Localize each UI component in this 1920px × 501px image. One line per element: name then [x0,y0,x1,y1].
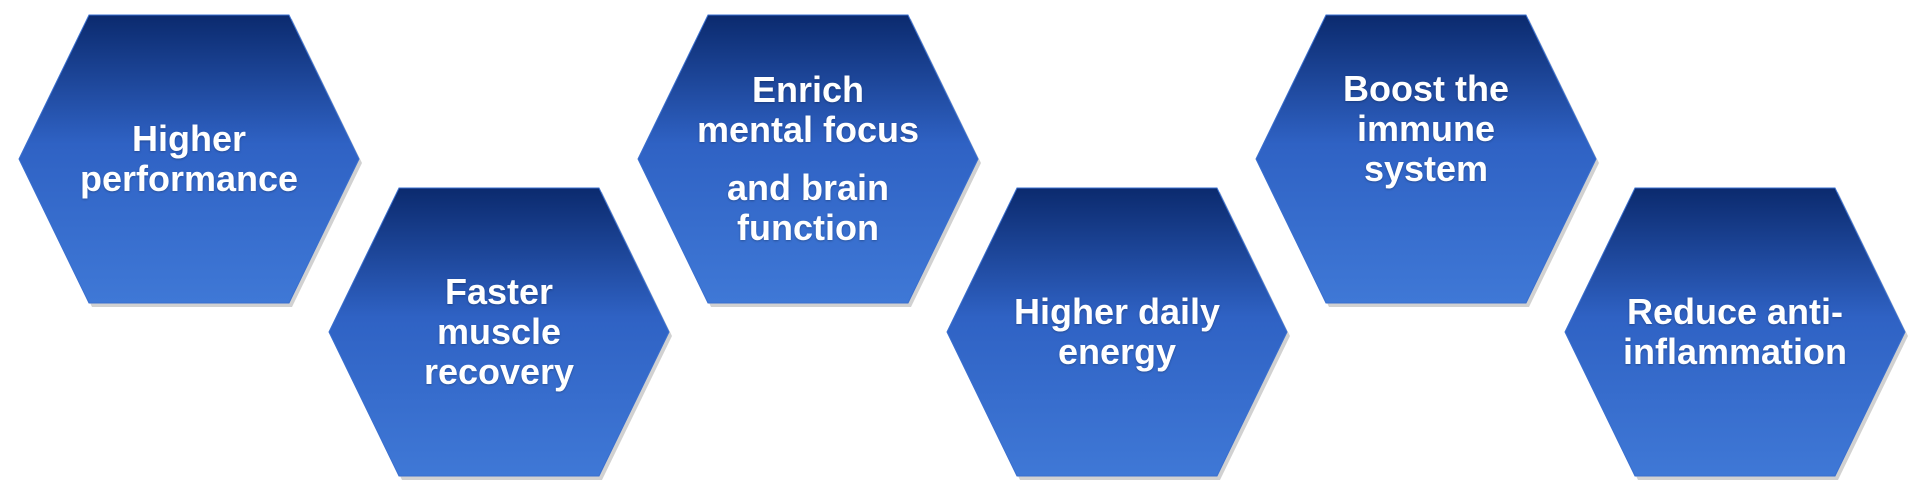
hexagon-text: Boost the immune system [1343,69,1509,189]
hexagon-enrich-mental-focus: Enrich mental focus and brain function [634,11,982,307]
hexagon-text: Faster muscle recovery [424,272,574,392]
hexagon-text-line: Boost the [1343,68,1509,109]
hexagon-label: Faster muscle recovery [385,184,613,480]
hexagon-text-line: energy [1057,331,1177,372]
hexagon-text-line: Reduce anti- [1626,291,1844,332]
hexagon-faster-muscle-recovery: Faster muscle recovery [325,184,673,480]
hexagon-text-line: system [1363,148,1489,189]
hexagon-shape [637,14,981,307]
hexagon-shape [328,187,672,480]
hexagon-text: Higher daily energy [1014,292,1220,372]
hexagon-text-line: recovery [423,351,575,392]
hexagon-reduce-anti-inflammation: Reduce anti- inflammation [1561,184,1909,480]
hexagon-text: Higher performance [80,119,298,199]
hexagon-text: Reduce anti- inflammation [1623,292,1847,372]
hexagon-text-line: muscle [436,311,562,352]
hexagon-text-line: immune [1356,108,1496,149]
hexagon-label: Reduce anti- inflammation [1621,184,1849,480]
hexagon-boost-immune-system: Boost the immune system [1252,11,1600,307]
hexagon-label: Higher daily energy [1003,184,1231,480]
hexagon-text-line: Higher daily [1013,291,1221,332]
hexagon-text-line: and brain [726,167,889,208]
hexagon-label: Higher performance [75,11,303,307]
hexagon-text: Enrich mental focus and brain function [697,70,919,248]
hexagon-shape [1255,14,1599,307]
hexagon-shape [18,14,362,307]
hexagon-text-line: Enrich [751,69,864,110]
hexagon-text-line: mental focus [696,109,920,150]
hexagon-text-line: function [737,207,879,248]
hexagon-label: Boost the immune system [1312,11,1540,307]
hexagon-higher-performance: Higher performance [15,11,363,307]
hexagon-text-line: Faster [444,271,554,312]
hexagon-text-line: Higher [131,118,246,159]
hexagon-shape [946,187,1290,480]
hexagon-higher-daily-energy: Higher daily energy [943,184,1291,480]
hexagon-label: Enrich mental focus and brain function [694,11,922,307]
hexagon-text-line: performance [79,158,299,199]
hexagon-text-line: inflammation [1622,331,1847,372]
hexagon-shape [1564,187,1908,480]
